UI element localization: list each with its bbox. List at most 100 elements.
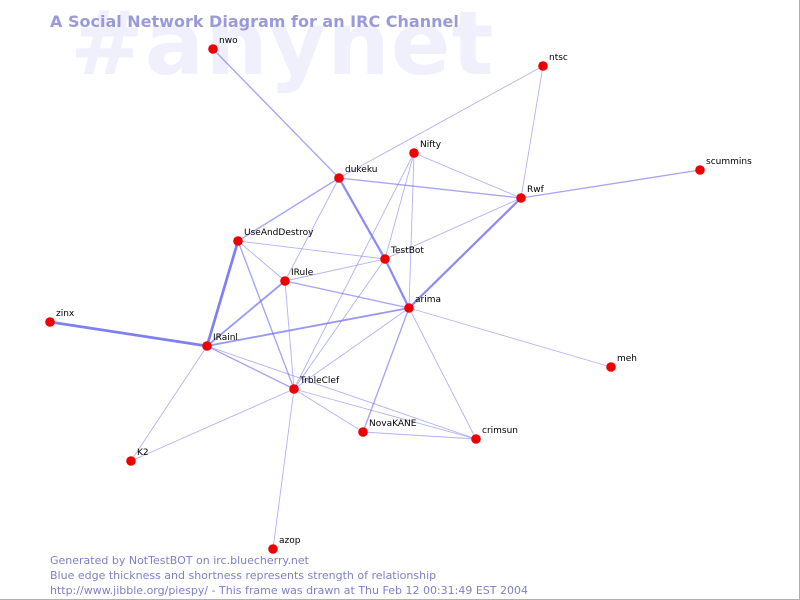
node-dot-zinx	[45, 317, 55, 327]
edge-TrbleClef-NovaKANE	[293, 388, 364, 433]
node-NovaKANE: NovaKANE	[358, 419, 417, 437]
node-azop: azop	[268, 536, 301, 554]
edge-Nifty-TrbleClef	[293, 152, 415, 390]
node-label-arima: arima	[415, 295, 441, 305]
node-label-zinx: zinx	[56, 309, 75, 319]
node-ntsc: ntsc	[538, 53, 568, 71]
node-zinx: zinx	[45, 309, 75, 327]
edge-IRule-IRainl	[206, 280, 286, 347]
node-crimsun: crimsun	[471, 426, 518, 444]
channel-watermark: #anynet	[70, 0, 495, 95]
edges-layer	[49, 48, 701, 550]
edge-nwo-dukeku	[212, 48, 340, 179]
node-label-meh: meh	[617, 354, 637, 364]
edge-arima-NovaKANE	[362, 307, 410, 433]
edge-Rwf-TestBot	[384, 197, 522, 260]
node-label-IRule: IRule	[291, 268, 314, 278]
node-label-IRainl: IRainl	[213, 333, 238, 343]
edge-ntsc-Rwf	[520, 65, 544, 199]
node-dot-dukeku	[334, 173, 344, 183]
edge-IRainl-K2	[130, 345, 208, 462]
node-label-dukeku: dukeku	[345, 165, 377, 175]
node-label-NovaKANE: NovaKANE	[369, 419, 417, 429]
edge-TrbleClef-K2	[130, 388, 295, 462]
node-nwo: nwo	[208, 36, 238, 54]
edge-TestBot-arima	[383, 258, 411, 309]
node-label-TrbleClef: TrbleClef	[299, 376, 340, 386]
edge-NovaKANE-crimsun	[362, 431, 477, 440]
node-meh: meh	[606, 354, 637, 372]
node-IRule: IRule	[280, 268, 314, 286]
edge-TestBot-TrbleClef	[293, 258, 386, 390]
node-dot-azop	[268, 544, 278, 554]
edge-dukeku-Rwf	[338, 177, 522, 199]
edge-zinx-IRainl	[49, 320, 208, 348]
edge-dukeku-IRule	[284, 177, 340, 282]
edge-TestBot-IRule	[284, 258, 386, 282]
node-dot-NovaKANE	[358, 427, 368, 437]
node-scummins: scummins	[695, 157, 752, 175]
edge-UseAndDestroy-TrbleClef	[237, 240, 295, 390]
node-dot-TrbleClef	[289, 384, 299, 394]
edge-TrbleClef-crimsun	[293, 388, 477, 440]
edge-IRainl-TrbleClef	[206, 345, 295, 390]
node-dot-UseAndDestroy	[233, 236, 243, 246]
node-Nifty: Nifty	[409, 140, 442, 158]
node-dot-IRule	[280, 276, 290, 286]
edge-Rwf-arima	[408, 197, 522, 309]
node-dot-K2	[126, 456, 136, 466]
node-dot-TestBot	[380, 254, 390, 264]
node-dukeku: dukeku	[334, 165, 377, 183]
node-label-K2: K2	[137, 448, 149, 458]
edge-TrbleClef-azop	[272, 388, 295, 550]
node-label-scummins: scummins	[706, 157, 752, 167]
edge-arima-TrbleClef	[293, 307, 410, 390]
node-TestBot: TestBot	[380, 246, 424, 264]
edge-arima-crimsun	[408, 307, 477, 440]
diagram-title: A Social Network Diagram for an IRC Chan…	[50, 12, 459, 31]
footer-legend-note: Blue edge thickness and shortness repres…	[50, 569, 437, 582]
edge-IRule-TrbleClef	[284, 280, 295, 390]
node-dot-scummins	[695, 165, 705, 175]
edge-Nifty-Rwf	[413, 152, 522, 199]
edge-arima-meh	[408, 307, 612, 368]
node-dot-nwo	[208, 44, 218, 54]
edge-Nifty-TestBot	[384, 152, 415, 260]
node-dot-meh	[606, 362, 616, 372]
node-label-crimsun: crimsun	[482, 426, 518, 436]
node-label-ntsc: ntsc	[549, 53, 568, 63]
node-IRainl: IRainl	[202, 333, 238, 351]
edge-ntsc-dukeku	[338, 65, 544, 179]
edge-Nifty-arima	[408, 152, 415, 309]
edge-dukeku-UseAndDestroy	[237, 177, 340, 242]
node-label-Rwf: Rwf	[527, 185, 545, 195]
node-label-UseAndDestroy: UseAndDestroy	[244, 228, 314, 238]
edge-UseAndDestroy-TestBot	[237, 240, 386, 260]
edge-Rwf-scummins	[520, 169, 701, 199]
node-arima: arima	[404, 295, 441, 313]
node-label-TestBot: TestBot	[390, 246, 424, 256]
footer-url-timestamp[interactable]: http://www.jibble.org/piespy/ - This fra…	[50, 584, 529, 597]
node-label-Nifty: Nifty	[420, 140, 442, 150]
node-dot-ntsc	[538, 61, 548, 71]
edge-arima-IRainl	[206, 307, 410, 347]
edge-dukeku-TestBot	[338, 177, 386, 260]
node-dot-Nifty	[409, 148, 419, 158]
edge-IRainl-crimsun	[206, 345, 477, 440]
node-UseAndDestroy: UseAndDestroy	[233, 228, 314, 246]
footer-generated-by: Generated by NotTestBOT on irc.bluecherr…	[50, 554, 309, 567]
edge-IRule-arima	[284, 280, 410, 309]
node-dot-crimsun	[471, 434, 481, 444]
node-label-nwo: nwo	[219, 36, 238, 46]
node-Rwf: Rwf	[516, 185, 545, 203]
node-dot-arima	[404, 303, 414, 313]
node-dot-Rwf	[516, 193, 526, 203]
node-TrbleClef: TrbleClef	[289, 376, 340, 394]
node-K2: K2	[126, 448, 149, 466]
edge-UseAndDestroy-IRainl	[205, 240, 240, 347]
footer-info: Generated by NotTestBOT on irc.bluecherr…	[50, 553, 528, 598]
node-label-azop: azop	[279, 536, 301, 546]
